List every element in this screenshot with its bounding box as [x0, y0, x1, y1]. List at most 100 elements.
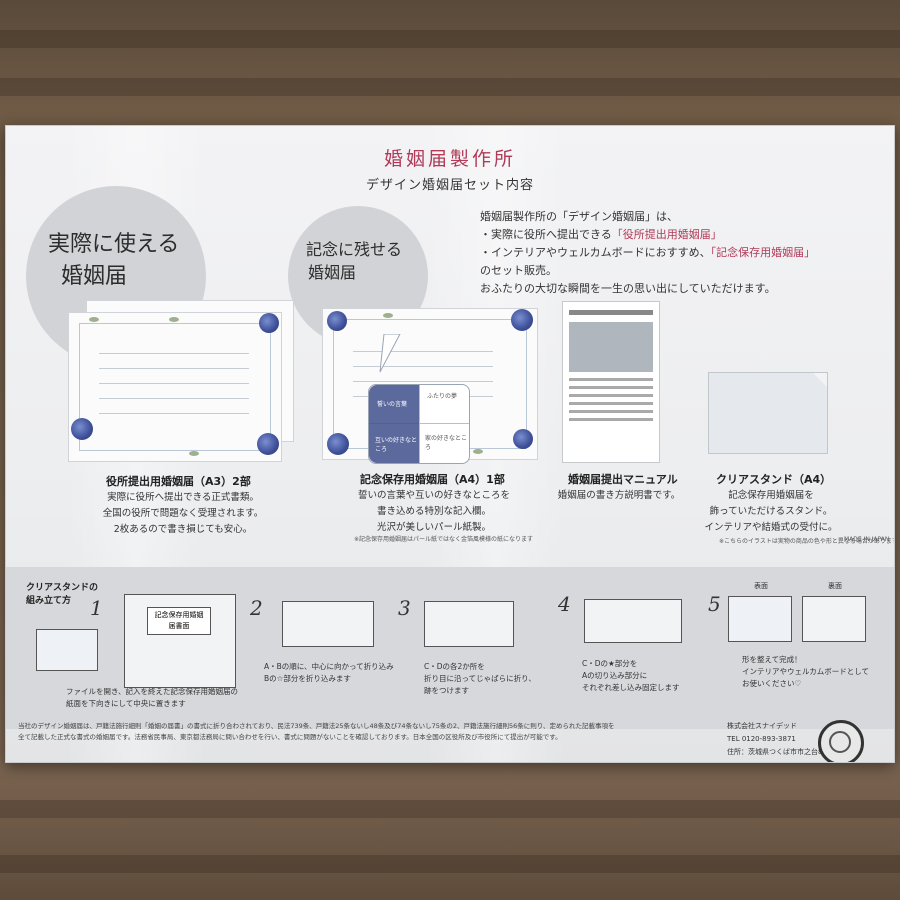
intro-line3-highlight: 「記念保存用婚姻届」 — [710, 246, 816, 259]
step-3-number: 3 — [398, 596, 411, 620]
leaf-decoration — [383, 313, 393, 318]
detail-callout: 誓いの言葉 ふたりの夢 互いの好きなところ 家の好きなところ — [368, 384, 470, 464]
manual-text-line — [569, 410, 653, 413]
manual-text-line — [569, 418, 653, 421]
product-a4-title: 記念保存用婚姻届（A4）1部 — [360, 473, 505, 486]
clear-stand — [708, 372, 828, 454]
manual-desc: 婚姻届の書き方説明書です。 — [554, 488, 684, 504]
form-line — [353, 351, 493, 352]
callout-rose-bg — [369, 385, 419, 463]
step-3-text-line: 折り目に沿ってじゃばらに折り、 — [424, 674, 536, 683]
form-line — [99, 368, 249, 369]
product-a3-desc-line: 全国の役所で問題なく受理されます。 — [102, 508, 264, 519]
step-1-folder: 記念保存用婚姻 届書面 — [124, 594, 236, 688]
pearl-note: ※記念保存用婚姻届はパール紙ではなく金箔風模様の紙になります — [354, 536, 534, 543]
company-tel: TEL 0120-893-3871 — [727, 735, 796, 743]
step-1-text-line: ファイルを開き、記入を終えた記念保存用婚姻届の — [66, 687, 238, 696]
step-5-text-line: 形を整えて完成！ — [742, 655, 802, 664]
manual-text-line — [569, 394, 653, 397]
wood-grain — [0, 30, 900, 48]
certificate-frame — [79, 323, 271, 451]
intro-line3: ・インテリアやウェルカムボードにおすすめ、「記念保存用婚姻届」 — [480, 244, 880, 262]
product-a3-title: 役所提出用婚姻届（A3）2部 — [106, 475, 251, 488]
rose-decoration — [327, 311, 347, 331]
rose-decoration — [257, 433, 279, 455]
wood-grain — [0, 800, 900, 818]
product-a3-desc: 実際に役所へ提出できる正式書類。 全国の役所で問題なく受理されます。 2枚あるの… — [58, 490, 308, 538]
step-2-number: 2 — [250, 596, 263, 620]
step-1-sheet: 記念保存用婚姻 届書面 — [147, 607, 211, 635]
manual-header-bar — [569, 310, 653, 315]
product-a3-desc-line: 実際に役所へ提出できる正式書類。 — [107, 492, 259, 503]
legal-footer-line: 当社のデザイン婚姻届は、戸籍法施行細則「婚姻の届書」の書式に折り合わされており、… — [18, 722, 615, 730]
product-package: 婚姻届製作所 デザイン婚姻届セット内容 実際に使える 婚姻届 記念に残せる 婚姻… — [5, 125, 895, 763]
rose-decoration — [513, 429, 533, 449]
rose-decoration — [259, 313, 279, 333]
stand-desc-line: 飾っていただけるスタンド。 — [709, 506, 833, 517]
seal-ring — [829, 731, 851, 753]
callout-cell-dream: ふたりの夢 — [427, 393, 458, 400]
assembly-heading: クリアスタンドの 組み立て方 — [26, 582, 98, 608]
leaf-decoration — [169, 317, 179, 322]
callout-divider — [419, 385, 420, 463]
product-a4-desc-line: 書き込める特別な記入欄。 — [376, 506, 491, 517]
leaf-decoration — [189, 451, 199, 456]
legal-footer-line: 全て記載した正式な書式の婚姻届です。法務省民事局、東京都法務局に問い合わせを行い… — [18, 733, 562, 741]
manual-text-line — [569, 386, 653, 389]
step-5-front-label: 表面 — [754, 582, 768, 590]
form-line — [99, 383, 249, 384]
callout-cell-vow: 誓いの言葉 — [377, 401, 408, 408]
legal-footer: 当社のデザイン婚姻届は、戸籍法施行細則「婚姻の届書」の書式に折り合わされており、… — [18, 721, 708, 743]
step-3-text-line: C・Dの各2か所を — [424, 662, 485, 671]
rose-decoration — [71, 418, 93, 440]
company-seal-logo — [818, 720, 864, 762]
intro-line1: 婚姻届製作所の「デザイン婚姻届」は、 — [480, 210, 678, 223]
step-2-diagram — [282, 601, 374, 647]
step-3-text: C・Dの各2か所を 折り目に沿ってじゃばらに折り、 跡をつけます — [424, 661, 536, 697]
form-line — [353, 366, 493, 367]
wood-grain — [0, 855, 900, 873]
step-4-text-line: それぞれ差し込み固定します — [582, 683, 680, 692]
step-3-diagram — [424, 601, 514, 647]
product-a4-desc-line: 光沢が美しいパール紙製。 — [376, 522, 491, 533]
stand-corner — [813, 373, 827, 387]
step-4-text: C・Dの★部分を Aの切り込み部分に それぞれ差し込み固定します — [582, 658, 680, 694]
circle-middle-line2: 婚姻届 — [308, 263, 357, 282]
circle-left-line2: 婚姻届 — [61, 264, 128, 289]
step-3-text-line: 跡をつけます — [424, 686, 469, 695]
stand-title: クリアスタンド（A4） — [716, 473, 832, 486]
stand-desc: 記念保存用婚姻届を 飾っていただけるスタンド。 インテリアや結婚式の受付に。 — [686, 488, 856, 536]
company-address: 住所：茨城県つくば市市之台82 — [727, 748, 827, 756]
manual-photo — [569, 322, 653, 372]
step-1-certificate — [36, 629, 98, 671]
step-4-text-line: Aの切り込み部分に — [582, 671, 648, 680]
step-1-sheet-label2: 届書面 — [168, 622, 190, 630]
step-5-back-label: 裏面 — [828, 582, 842, 590]
form-line — [99, 413, 249, 414]
company-info: 株式会社スナイデッド TEL 0120-893-3871 住所：茨城県つくば市市… — [727, 720, 827, 759]
company-name: 株式会社スナイデッド — [727, 722, 797, 730]
product-a3-desc-line: 2枚あるので書き損じても安心。 — [113, 524, 253, 535]
step-5-text-line: お使いください♡ — [742, 679, 802, 688]
intro-line3-text: ・インテリアやウェルカムボードにおすすめ、 — [480, 246, 711, 259]
form-line — [99, 398, 249, 399]
leaf-decoration — [89, 317, 99, 322]
product-a4-desc: 誓いの言葉や互いの好きなところを 書き込める特別な記入欄。 光沢が美しいパール紙… — [324, 488, 544, 536]
intro-line4: のセット販売。 — [480, 264, 557, 277]
manual-text-line — [569, 378, 653, 381]
step-1-number: 1 — [90, 596, 103, 620]
brand-title: 婚姻届製作所 — [383, 148, 516, 170]
rose-decoration — [511, 309, 533, 331]
form-line — [353, 381, 493, 382]
stand-desc-line: インテリアや結婚式の受付に。 — [704, 522, 838, 533]
assembly-heading-line1: クリアスタンドの — [26, 583, 99, 593]
step-5-front-diagram — [728, 596, 792, 642]
intro-line2-text: ・実際に役所へ提出できる — [480, 228, 612, 241]
callout-cell-home: 家の好きなところ — [425, 435, 468, 451]
step-5-number: 5 — [708, 592, 721, 616]
intro-line2-highlight: 「役所提出用婚姻届」 — [611, 228, 722, 241]
manual-title: 婚姻届提出マニュアル — [568, 473, 678, 486]
step-4-text-line: C・Dの★部分を — [582, 659, 638, 668]
intro-line5: おふたりの大切な瞬間を一生の思い出にしていただけます。 — [480, 282, 776, 295]
wood-grain — [0, 78, 900, 96]
